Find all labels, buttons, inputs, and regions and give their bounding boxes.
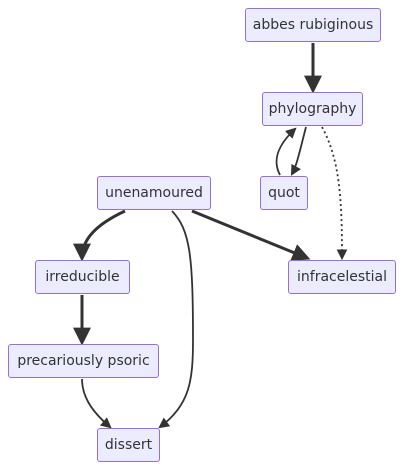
- edge-quot-to-phylo: [275, 127, 297, 176]
- edge-unen-to-infra: [191, 209, 311, 261]
- edge-phylo-to-infra: [321, 126, 348, 261]
- node-irreducible[interactable]: irreducible: [35, 260, 130, 294]
- node-abbes-rubiginous[interactable]: abbes rubiginous: [245, 8, 381, 42]
- edge-phylo-to-quot: [290, 126, 307, 176]
- node-infracelestial[interactable]: infracelestial: [288, 260, 396, 294]
- node-dissert[interactable]: dissert: [97, 428, 160, 462]
- node-phylography[interactable]: phylography: [262, 92, 363, 126]
- edge-preca-to-dissert: [81, 378, 112, 429]
- node-unenamoured[interactable]: unenamoured: [97, 176, 211, 210]
- node-precariously-psoric[interactable]: precariously psoric: [8, 344, 159, 378]
- edge-unen-to-dissert: [158, 210, 194, 429]
- edge-unen-to-irred: [73, 209, 126, 262]
- node-quot[interactable]: quot: [260, 176, 308, 210]
